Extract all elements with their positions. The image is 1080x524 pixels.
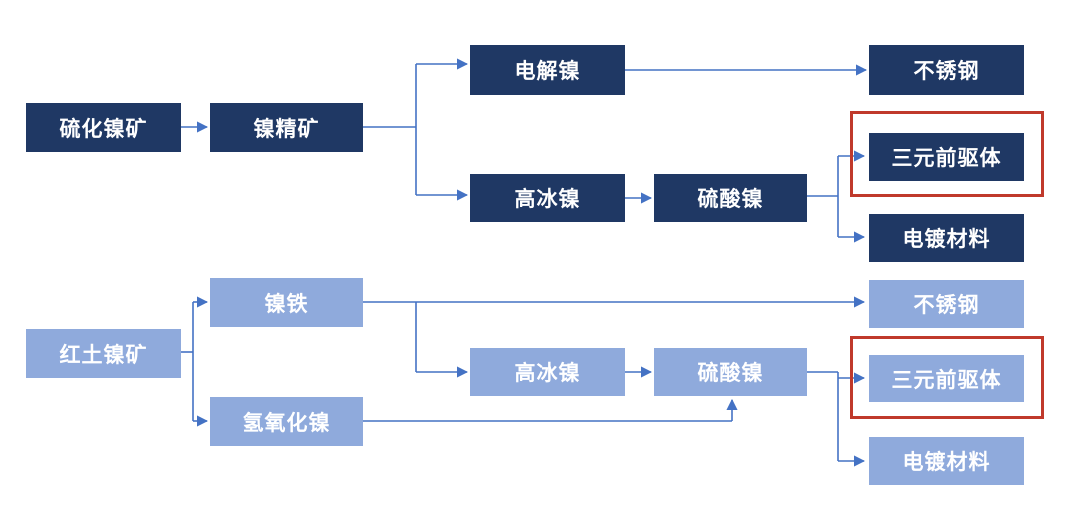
- node-nickel-hydroxide: 氢氧化镍: [210, 397, 363, 446]
- node-nickel-matte-2: 高冰镍: [470, 348, 625, 396]
- node-stainless-steel-2: 不锈钢: [869, 280, 1024, 328]
- node-laterite-ore: 红土镍矿: [26, 329, 181, 378]
- highlight-frame-precursor-2: [850, 336, 1044, 419]
- node-ternary-precursor-2: 三元前驱体: [869, 355, 1024, 402]
- node-ferronickel: 镍铁: [210, 278, 363, 327]
- highlight-frame-precursor: [850, 111, 1044, 197]
- node-nickel-concentrate: 镍精矿: [210, 103, 363, 152]
- node-plating-material: 电镀材料: [869, 214, 1024, 262]
- node-electrolytic-nickel: 电解镍: [470, 45, 625, 95]
- node-sulfide-ore: 硫化镍矿: [26, 103, 181, 152]
- node-stainless-steel: 不锈钢: [869, 45, 1024, 95]
- node-nickel-matte: 高冰镍: [470, 174, 625, 222]
- node-ternary-precursor: 三元前驱体: [869, 133, 1024, 181]
- node-nickel-sulfate: 硫酸镍: [654, 174, 807, 222]
- node-plating-material-2: 电镀材料: [869, 437, 1024, 485]
- node-nickel-sulfate-2: 硫酸镍: [654, 348, 807, 396]
